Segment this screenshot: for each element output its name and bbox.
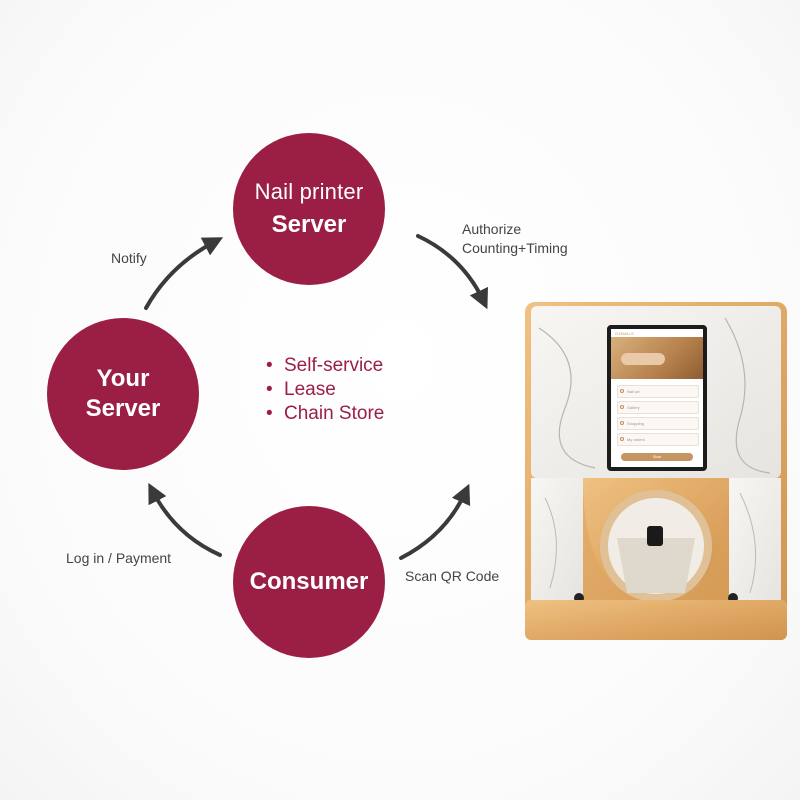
edge-label-notify: Notify bbox=[111, 250, 147, 266]
nail-printer-machine: O2NAILS Nail art Gallery Shopping My ord… bbox=[525, 298, 787, 643]
menu-item-icon bbox=[620, 421, 624, 425]
arrow-login bbox=[148, 482, 222, 557]
screen-menu-item[interactable]: Gallery bbox=[617, 401, 699, 414]
feature-item: • Lease bbox=[266, 378, 384, 402]
node-nail-printer-server-line1: Nail printer bbox=[254, 179, 364, 204]
feature-item: • Chain Store bbox=[266, 402, 384, 426]
node-your-server: Your Server bbox=[47, 318, 199, 470]
edge-label-authorize-line1: Authorize bbox=[462, 221, 522, 237]
node-consumer-label: Consumer bbox=[249, 568, 369, 595]
feature-item-label: Lease bbox=[284, 379, 336, 400]
node-your-server-line2: Server bbox=[85, 395, 161, 422]
screen-menu-item-label: Gallery bbox=[627, 405, 640, 410]
screen-menu-item-label: My orders bbox=[627, 437, 645, 442]
screen-menu-item-label: Shopping bbox=[627, 421, 644, 426]
nail-printer-body bbox=[525, 302, 787, 640]
screen-brand-logo: O2NAILS bbox=[615, 331, 634, 336]
touch-screen[interactable]: O2NAILS Nail art Gallery Shopping My ord… bbox=[607, 325, 707, 471]
arrow-authorize bbox=[416, 234, 488, 310]
feature-item: • Self-service bbox=[266, 354, 384, 378]
screen-menu-item[interactable]: Shopping bbox=[617, 417, 699, 430]
node-nail-printer-server-line2: Server bbox=[271, 211, 347, 238]
edge-label-scan-qr: Scan QR Code bbox=[405, 568, 500, 584]
arrow-scan bbox=[399, 483, 471, 560]
node-your-server-line1: Your bbox=[96, 365, 150, 392]
screen-start-button[interactable]: Start bbox=[621, 453, 693, 461]
menu-item-icon bbox=[620, 437, 624, 441]
feature-item-label: Chain Store bbox=[284, 403, 385, 424]
screen-start-button-label: Start bbox=[652, 454, 662, 459]
menu-item-icon bbox=[620, 389, 624, 393]
bullet-dot-icon: • bbox=[266, 355, 273, 376]
feature-item-label: Self-service bbox=[284, 355, 384, 376]
edge-label-login-payment: Log in / Payment bbox=[66, 550, 172, 566]
edge-label-authorize: Authorize Counting+Timing bbox=[462, 220, 568, 258]
screen-menu-item[interactable]: Nail art bbox=[617, 385, 699, 398]
screen-menu-item-label: Nail art bbox=[627, 389, 640, 394]
bullet-dot-icon: • bbox=[266, 379, 273, 400]
edge-label-authorize-line2: Counting+Timing bbox=[462, 240, 568, 256]
screen-hero-image bbox=[611, 337, 703, 379]
bullet-dot-icon: • bbox=[266, 403, 273, 424]
feature-list: • Self-service • Lease • Chain Store bbox=[266, 354, 384, 426]
node-consumer: Consumer bbox=[233, 506, 385, 658]
node-nail-printer-server: Nail printer Server bbox=[233, 133, 385, 285]
hand-icon bbox=[621, 353, 665, 365]
menu-item-icon bbox=[620, 405, 624, 409]
arrow-notify bbox=[144, 237, 224, 310]
screen-menu-item[interactable]: My orders bbox=[617, 433, 699, 446]
